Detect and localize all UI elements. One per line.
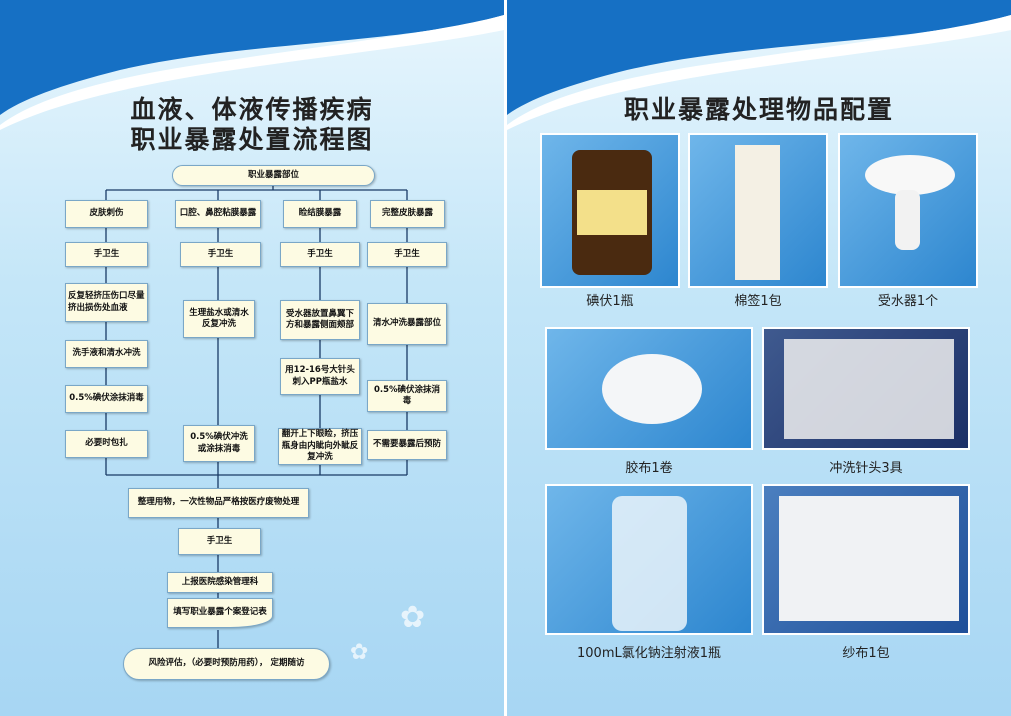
flower-decoration: ✿ (400, 600, 426, 635)
flow-step: 洗手液和清水冲洗 (65, 340, 148, 368)
iodine-bottle-photo (540, 133, 680, 288)
item-caption: 碘伏1瓶 (586, 294, 634, 309)
irrigation-needles-photo (762, 327, 970, 450)
flow-step: 必要时包扎 (65, 430, 148, 458)
flow-step: 手卫生 (280, 242, 360, 267)
flow-step: 生理盐水或清水反复冲洗 (183, 300, 255, 338)
flowchart-title-line2: 职业暴露处置流程图 (130, 125, 374, 154)
flower-decoration: ✿ (350, 640, 369, 665)
gauze-pack-photo (762, 484, 970, 635)
header-wave (507, 0, 1011, 130)
flowchart-connectors (105, 186, 408, 648)
item-caption: 100mL氯化钠注射液1瓶 (577, 646, 721, 661)
cotton-swabs-photo (688, 133, 828, 288)
flow-step: 手卫生 (180, 242, 261, 267)
flow-step: 翻开上下眼睑，挤压瓶身由内眦向外眦反复冲洗 (278, 428, 362, 465)
left-page: 血液、体液传播疾病 职业暴露处置流程图 职业暴露部位 皮肤刺伤 手卫生 反复轻挤… (0, 0, 504, 716)
saline-bottle-photo (545, 484, 753, 635)
flow-start: 职业暴露部位 (172, 165, 375, 186)
flow-step: 0.5%碘伏涂抹消毒 (367, 380, 447, 412)
flowchart-title-line1: 血液、体液传播疾病 (130, 95, 374, 124)
flow-end: 风险评估，（必要时预防用药）， 定期随访 (123, 648, 330, 680)
flow-step: 口腔、鼻腔粘膜暴露 (175, 200, 261, 228)
item-caption: 受水器1个 (877, 294, 939, 309)
flow-step: 手卫生 (178, 528, 261, 555)
flow-step: 0.5%碘伏涂抹消毒 (65, 385, 148, 413)
flow-step: 上报医院感染管理科 (167, 572, 273, 593)
flow-step: 受水器放置鼻翼下方和暴露侧面颊部 (280, 300, 360, 340)
right-page: 职业暴露处理物品配置 碘伏1瓶 棉签1包 受水器1个 胶布1卷 冲洗针头3具 1… (507, 0, 1011, 716)
flow-step: 手卫生 (65, 242, 148, 267)
item-caption: 胶布1卷 (625, 461, 673, 476)
flow-step: 睑结膜暴露 (283, 200, 357, 228)
tape-roll-photo (545, 327, 753, 450)
flow-step: 反复轻挤压伤口尽量挤出损伤处血液 (65, 283, 148, 322)
flow-step: 手卫生 (367, 242, 447, 267)
item-caption: 纱布1包 (842, 646, 890, 661)
flow-step: 清水冲洗暴露部位 (367, 303, 447, 345)
flow-step: 整理用物，一次性物品严格按医疗废物处理 (128, 488, 309, 518)
item-caption: 棉签1包 (734, 294, 782, 309)
flow-document: 填写职业暴露个案登记表 (167, 598, 273, 628)
eye-wash-cup-photo (838, 133, 978, 288)
flow-step: 皮肤刺伤 (65, 200, 148, 228)
header-wave (0, 0, 504, 130)
flow-step: 0.5%碘伏冲洗或涂抹消毒 (183, 425, 255, 462)
item-caption: 冲洗针头3具 (829, 461, 903, 476)
supplies-title: 职业暴露处理物品配置 (623, 95, 894, 124)
flow-step: 用12-16号大针头刺入PP瓶盐水 (280, 358, 360, 395)
flow-step: 完整皮肤暴露 (370, 200, 445, 228)
flow-step: 不需要暴露后预防 (367, 430, 447, 460)
